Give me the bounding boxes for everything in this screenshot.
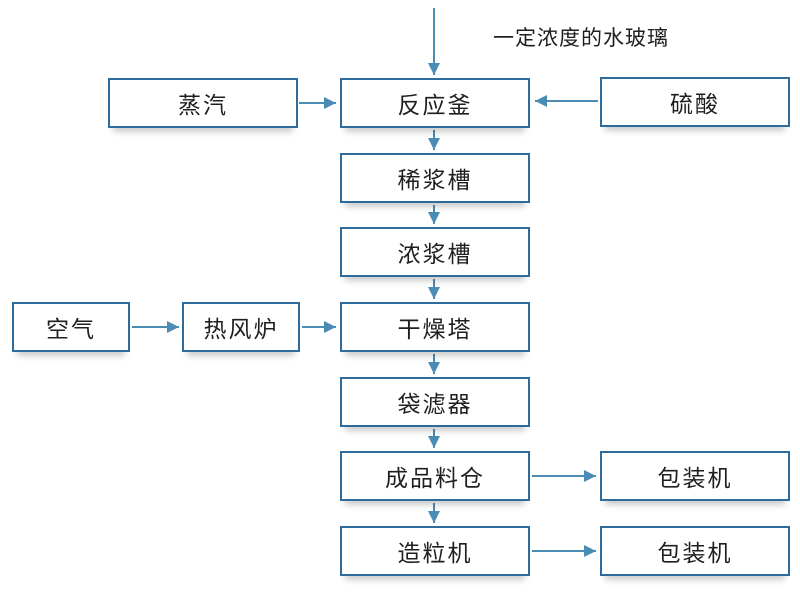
node-thick-slurry-tank: 浓浆槽 <box>340 227 530 277</box>
feed-label: 一定浓度的水玻璃 <box>493 27 669 50</box>
node-packing-machine-1: 包装机 <box>600 451 790 501</box>
node-finished-product-silo: 成品料仓 <box>340 451 530 501</box>
node-sulfuric-acid: 硫酸 <box>600 77 790 127</box>
node-drying-tower: 干燥塔 <box>340 302 530 352</box>
node-dilute-slurry-tank-label: 稀浆槽 <box>397 167 473 193</box>
node-drying-tower-label: 干燥塔 <box>397 316 473 342</box>
node-bag-filter: 袋滤器 <box>340 377 530 427</box>
node-finished-product-silo-label: 成品料仓 <box>385 465 485 491</box>
node-bag-filter-label: 袋滤器 <box>397 391 473 417</box>
node-hot-air-furnace-label: 热风炉 <box>203 316 279 342</box>
node-air: 空气 <box>12 302 130 352</box>
node-air-label: 空气 <box>46 316 96 342</box>
node-thick-slurry-tank-label: 浓浆槽 <box>397 241 473 267</box>
node-steam: 蒸汽 <box>108 78 298 128</box>
node-sulfuric-acid-label: 硫酸 <box>670 91 720 117</box>
node-packing-machine-2: 包装机 <box>600 526 790 576</box>
node-packing-machine-2-label: 包装机 <box>657 540 733 566</box>
node-dilute-slurry-tank: 稀浆槽 <box>340 153 530 203</box>
node-steam-label: 蒸汽 <box>178 92 228 118</box>
node-granulator-label: 造粒机 <box>397 540 473 566</box>
node-granulator: 造粒机 <box>340 526 530 576</box>
node-packing-machine-1-label: 包装机 <box>657 465 733 491</box>
node-reactor-label: 反应釜 <box>397 92 473 118</box>
node-reactor: 反应釜 <box>340 78 530 128</box>
node-hot-air-furnace: 热风炉 <box>182 302 300 352</box>
